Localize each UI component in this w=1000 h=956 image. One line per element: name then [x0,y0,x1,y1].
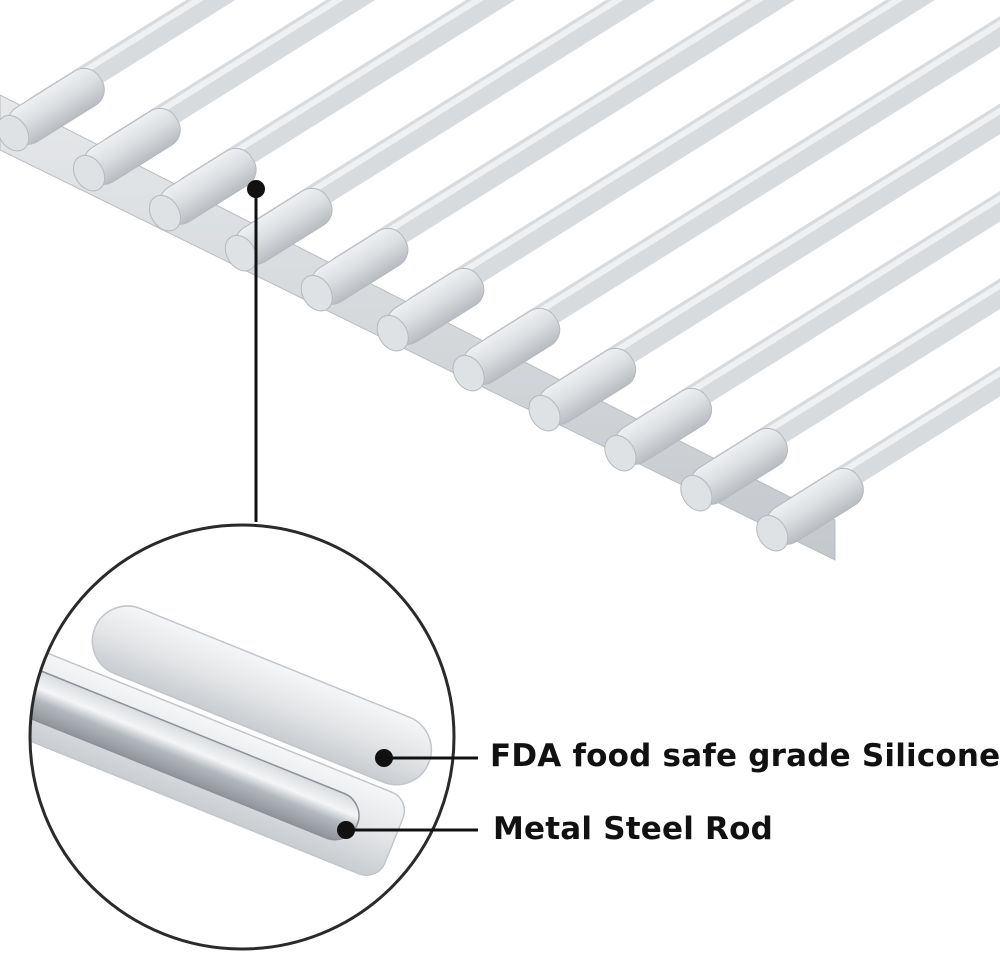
rack-rod-highlight [415,0,904,303]
rack-rod-highlight [795,369,1000,503]
label-silicone: FDA food safe grade Silicone [490,738,1000,774]
rod-end-cap [224,187,333,272]
rack-rod-highlight [643,194,1000,423]
rack-rod-highlight [491,19,1000,343]
rack-rods [24,0,1000,521]
callout-rod [337,821,478,839]
rod-end-cap [756,467,864,552]
rod-end-cap [148,147,257,232]
callout-silicone [375,749,478,767]
callout-pointer [247,180,265,522]
rack-rod [784,365,1000,521]
rack-rod-highlight [340,0,764,263]
rack-rod [556,103,1000,401]
label-steel-rod: Metal Steel Rod [493,811,774,847]
rod-end-cap [300,227,409,312]
rack-rod [252,0,656,241]
rack-rod [632,190,1000,441]
rack-rod-highlight [188,0,484,183]
rack-rod [328,0,796,281]
rod-end-cap [72,107,181,192]
rod-end-cap [528,347,637,432]
rack-rod-highlight [264,0,624,223]
rod-end-cap [680,427,788,512]
rod-end-caps [0,67,864,552]
rack-rod-highlight [112,0,344,143]
rack-rod-highlight [567,107,1000,383]
rack-rod [708,278,1000,481]
rack-rod [176,0,516,201]
rod-end-cap [376,267,485,352]
rack-rod-highlight [719,282,1000,463]
rack-rod-highlight [36,0,204,103]
rack-rod [100,0,376,161]
rack-rod [480,16,1000,361]
magnified-detail [28,523,456,951]
rod-end-cap [452,307,561,392]
rod-end-cap [0,67,105,152]
rod-end-cap [604,387,713,472]
rack-rod [404,0,935,321]
rack-rod [24,0,236,121]
